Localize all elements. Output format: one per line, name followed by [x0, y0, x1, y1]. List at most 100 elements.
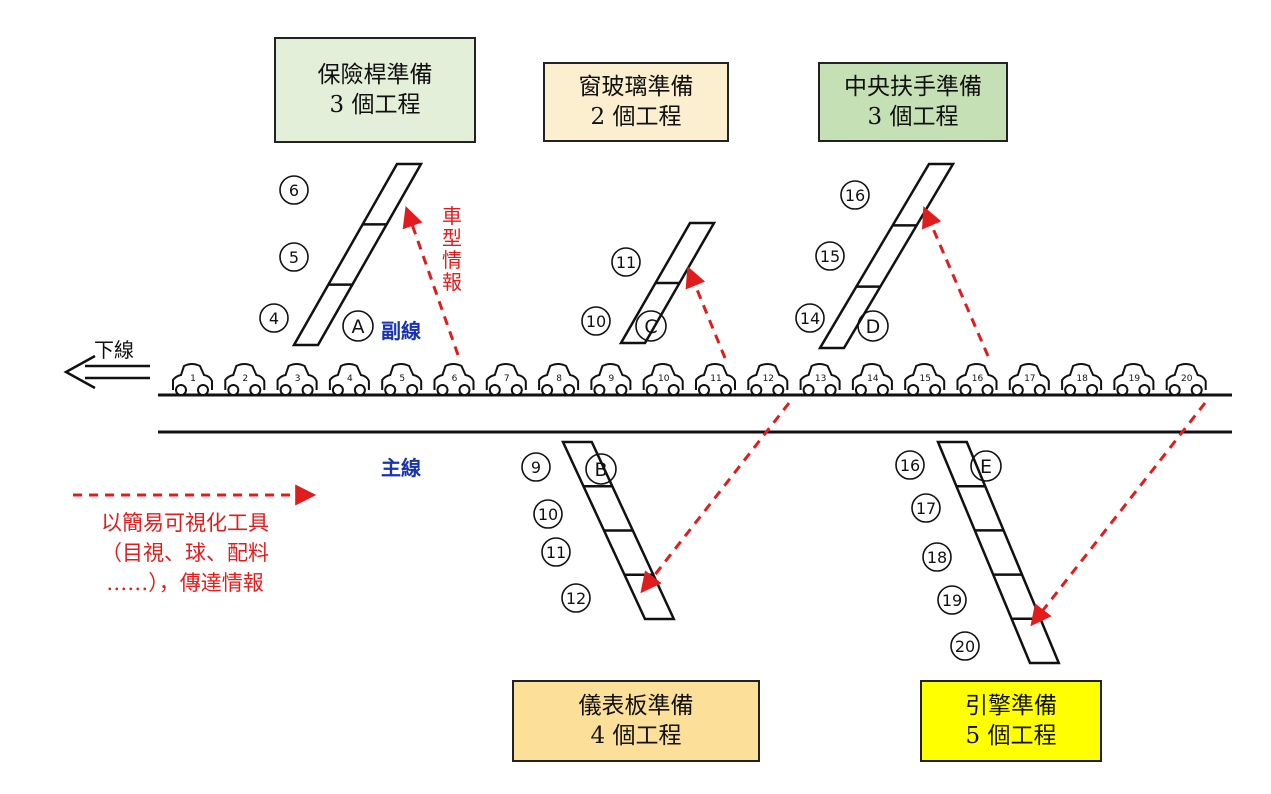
- car: 9: [590, 363, 632, 396]
- station-bumper: 保險桿準備 3 個工程: [274, 37, 476, 143]
- car-number: 12: [763, 374, 774, 384]
- station-dashboard-title: 儀表板準備: [578, 693, 694, 719]
- car: 8: [538, 363, 580, 396]
- info-flow-arrow: [1030, 402, 1207, 627]
- svg-text:19: 19: [942, 591, 962, 610]
- svg-text:C: C: [644, 316, 657, 338]
- svg-text:17: 17: [916, 499, 936, 518]
- car: 1: [172, 363, 213, 396]
- rack-slot-number: 17: [911, 493, 941, 523]
- station-engine-count: 5 個工程: [965, 723, 1057, 749]
- svg-text:11: 11: [546, 543, 566, 562]
- parts-rack: [817, 162, 956, 350]
- rack-slot-number: 10: [581, 306, 611, 336]
- station-glass-title: 窗玻璃準備: [578, 74, 694, 100]
- car: 15: [904, 363, 946, 396]
- svg-text:18: 18: [927, 548, 947, 567]
- rack-slot-number: 20: [950, 631, 980, 661]
- model-info-label: 車型情報: [442, 204, 462, 294]
- offline-label: 下線: [94, 338, 134, 362]
- svg-text:14: 14: [800, 309, 820, 328]
- car: 10: [642, 363, 684, 396]
- svg-text:D: D: [866, 316, 881, 338]
- station-dashboard: 儀表板準備 4 個工程: [512, 680, 760, 762]
- legend-line-2: （目視、球、配料: [101, 541, 269, 565]
- rack-slot-number: 10: [533, 499, 563, 529]
- rack-slot-number: 16: [895, 450, 925, 480]
- main-line-label: 主線: [381, 456, 421, 480]
- car: 7: [485, 363, 527, 396]
- rack-slot-number: 11: [611, 247, 641, 277]
- station-dashboard-count: 4 個工程: [590, 723, 682, 749]
- car: 16: [956, 363, 998, 396]
- car: 4: [328, 363, 370, 396]
- rack-letter: E: [970, 450, 1002, 482]
- info-flow-arrow: [922, 206, 990, 357]
- car: 2: [224, 363, 266, 396]
- car: 12: [747, 363, 789, 396]
- svg-text:5: 5: [289, 248, 299, 267]
- car-number: 1: [190, 374, 196, 384]
- car: 20: [1165, 363, 1207, 396]
- car-number: 13: [815, 374, 826, 384]
- legend-note: 以簡易可視化工具 （目視、球、配料 ……），傳達情報: [60, 508, 310, 598]
- car-number: 18: [1076, 374, 1088, 384]
- station-console: 中央扶手準備 3 個工程: [818, 62, 1008, 142]
- car-number: 10: [658, 374, 670, 384]
- rack-slot-number: 15: [815, 241, 845, 271]
- svg-text:11: 11: [616, 253, 636, 272]
- station-bumper-title: 保險桿準備: [317, 62, 433, 88]
- car: 6: [433, 363, 475, 396]
- svg-text:20: 20: [955, 637, 975, 656]
- svg-text:E: E: [980, 456, 992, 478]
- rack-slot-number: 11: [541, 537, 571, 567]
- car-number: 2: [242, 374, 248, 384]
- svg-text:16: 16: [845, 186, 865, 205]
- car-number: 16: [972, 374, 984, 384]
- car-number: 14: [867, 374, 879, 384]
- car-number: 8: [556, 374, 562, 384]
- car-number: 4: [347, 374, 353, 384]
- station-bumper-count: 3 個工程: [329, 92, 421, 118]
- parts-rack: [291, 162, 424, 347]
- info-flow-arrow: [685, 266, 727, 359]
- car-number: 19: [1129, 374, 1141, 384]
- svg-text:16: 16: [900, 456, 920, 475]
- car: 13: [799, 363, 841, 396]
- car-number: 6: [452, 374, 458, 384]
- car: 14: [851, 363, 893, 396]
- parts-rack: [618, 221, 717, 345]
- car-number: 5: [399, 374, 405, 384]
- svg-text:4: 4: [269, 309, 279, 328]
- car: 3: [276, 363, 318, 396]
- rack-slot-number: 19: [937, 585, 967, 615]
- car-number: 20: [1181, 374, 1193, 384]
- rack-slot-number: 16: [840, 180, 870, 210]
- info-flow-arrow: [402, 206, 460, 356]
- station-engine-title: 引擎準備: [965, 693, 1057, 719]
- rack-letter: D: [857, 310, 889, 342]
- rack-letter: A: [342, 310, 374, 342]
- rack-letter: C: [635, 310, 667, 342]
- svg-text:6: 6: [289, 181, 299, 200]
- svg-text:10: 10: [586, 312, 606, 331]
- rack-letter: B: [585, 453, 617, 485]
- rack-slot-number: 18: [922, 542, 952, 572]
- rack-slot-number: 6: [279, 175, 309, 205]
- car-number: 17: [1024, 374, 1035, 384]
- car-number: 9: [609, 374, 615, 384]
- car-number: 15: [919, 374, 930, 384]
- rack-slot-number: 12: [561, 583, 591, 613]
- svg-text:9: 9: [531, 458, 541, 477]
- sub-line-label: 副線: [381, 319, 421, 343]
- svg-text:10: 10: [538, 505, 558, 524]
- car: 11: [695, 363, 736, 396]
- svg-text:15: 15: [820, 247, 840, 266]
- offline-arrow: [63, 354, 150, 390]
- car-number: 11: [710, 374, 721, 384]
- car: 17: [1008, 363, 1050, 396]
- rack-slot-number: 5: [279, 242, 309, 272]
- station-console-count: 3 個工程: [867, 104, 959, 130]
- svg-text:12: 12: [566, 589, 586, 608]
